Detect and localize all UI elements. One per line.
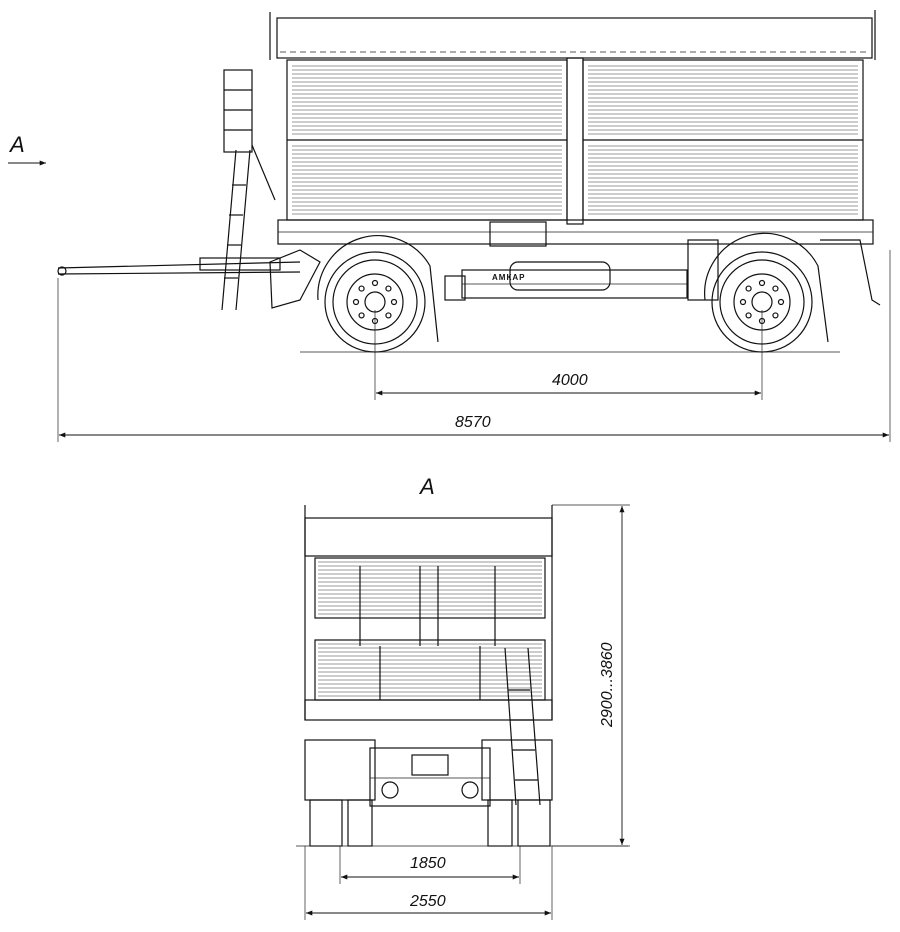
rear-view: A [296, 474, 630, 920]
dimension-overall-length: 8570 [57, 250, 891, 442]
overall-length-label: 8570 [455, 414, 491, 431]
cargo-body-side [269, 10, 876, 247]
height-range-label: 2900...3860 [599, 642, 616, 728]
overall-width-label: 2550 [409, 893, 446, 910]
drawbar [57, 249, 321, 309]
dimension-wheelbase: 4000 [374, 310, 763, 400]
wheelbase-label: 4000 [552, 372, 588, 389]
side-view: A [8, 10, 891, 442]
brand-mark: АМКАР [492, 273, 525, 282]
chassis-side: АМКАР [444, 239, 881, 306]
track-width-label: 1850 [410, 855, 446, 872]
view-arrow-label: A [8, 132, 25, 157]
rear-panel-slats [318, 561, 542, 697]
dimension-track-width: 1850 [339, 846, 521, 884]
ladder-side [221, 69, 276, 311]
ladder-rear [504, 647, 541, 806]
side-panel-slats [292, 65, 858, 215]
view-direction-arrow: A [8, 132, 46, 166]
dimension-overall-width: 2550 [304, 846, 553, 920]
cargo-body-rear [304, 505, 553, 721]
view-title: A [418, 474, 435, 499]
front-wheel-side [317, 235, 439, 353]
rear-wheel-side [704, 232, 829, 353]
dimension-height: 2900...3860 [552, 504, 630, 847]
